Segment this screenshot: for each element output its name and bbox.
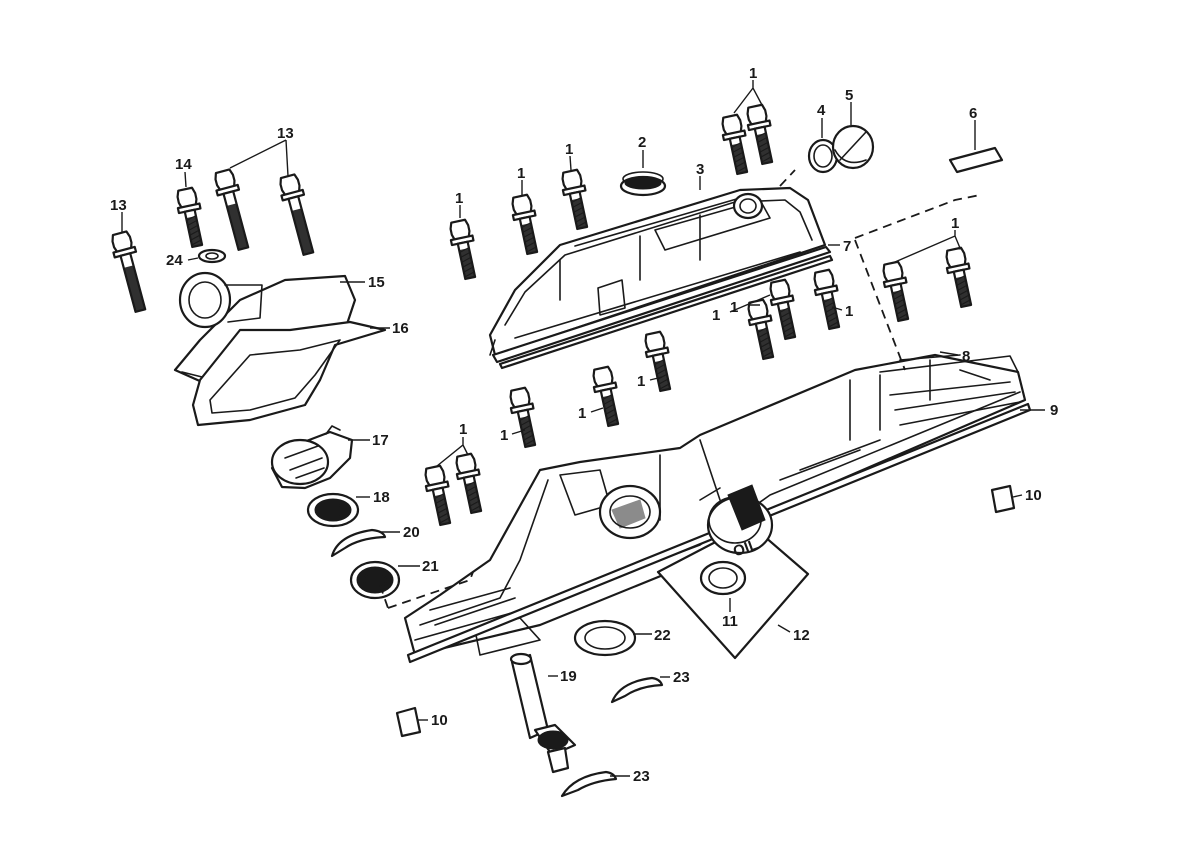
callout-9: 9 bbox=[1050, 402, 1058, 419]
bolt bbox=[810, 267, 847, 332]
callout-1: 1 bbox=[578, 405, 586, 422]
callout-labels: 1 1 1 1 1 1 1 1 1 1 1 1 2 3 4 5 6 7 8 9 … bbox=[110, 65, 1058, 785]
callout-1: 1 bbox=[455, 190, 463, 207]
bolt bbox=[942, 245, 979, 310]
callout-15: 15 bbox=[368, 274, 385, 291]
bolt bbox=[173, 185, 210, 250]
bolt bbox=[446, 217, 483, 282]
filler-plug bbox=[831, 124, 875, 170]
bolt bbox=[275, 172, 321, 258]
callout-1: 1 bbox=[712, 307, 720, 324]
callout-1: 1 bbox=[500, 427, 508, 444]
callout-10: 10 bbox=[431, 712, 448, 729]
callout-11: 11 bbox=[722, 613, 738, 630]
thermostat bbox=[270, 425, 354, 490]
circlip-23-upper bbox=[610, 676, 664, 704]
callout-3: 3 bbox=[696, 161, 704, 178]
callout-18: 18 bbox=[373, 489, 390, 506]
callout-20: 20 bbox=[403, 524, 420, 541]
callout-16: 16 bbox=[392, 320, 409, 337]
callout-1: 1 bbox=[517, 165, 525, 182]
callout-14: 14 bbox=[175, 156, 192, 173]
callout-4: 4 bbox=[817, 102, 826, 119]
callout-13: 13 bbox=[277, 125, 294, 142]
callout-23: 23 bbox=[673, 669, 690, 686]
pump-shaft bbox=[509, 652, 577, 774]
thermostat-gasket bbox=[191, 320, 387, 427]
callout-12: 12 bbox=[793, 627, 810, 644]
dowel-pin-10-right bbox=[990, 484, 1016, 514]
bolt bbox=[452, 451, 489, 516]
callout-1: 1 bbox=[749, 65, 757, 82]
leader-lines bbox=[121, 80, 1045, 777]
bolt bbox=[508, 192, 545, 257]
sealing-washer bbox=[197, 248, 227, 264]
bolt bbox=[421, 463, 458, 528]
callout-1: 1 bbox=[565, 141, 573, 158]
valve-cover-upper bbox=[488, 186, 832, 364]
callout-6: 6 bbox=[969, 105, 977, 122]
circlip-20 bbox=[330, 528, 387, 558]
valve-cover-gasket bbox=[498, 254, 834, 370]
callout-7: 7 bbox=[843, 238, 851, 255]
callout-8: 8 bbox=[962, 348, 970, 365]
bolt bbox=[744, 297, 781, 362]
o-ring bbox=[807, 138, 839, 174]
callout-22: 22 bbox=[654, 627, 671, 644]
bolt bbox=[766, 277, 803, 342]
callout-21: 21 bbox=[422, 558, 439, 575]
cover-gasket bbox=[899, 354, 961, 361]
callout-10: 10 bbox=[1025, 487, 1042, 504]
callout-5: 5 bbox=[845, 87, 853, 104]
callout-13: 13 bbox=[110, 197, 127, 214]
assembly-dashed-lines bbox=[379, 169, 981, 609]
shaft-seal bbox=[306, 492, 360, 528]
cover-seal-ring bbox=[619, 171, 667, 197]
callout-2: 2 bbox=[638, 134, 646, 151]
callout-17: 17 bbox=[372, 432, 389, 449]
bolt bbox=[589, 364, 626, 429]
dowel-pin bbox=[948, 146, 1004, 174]
bolt bbox=[743, 102, 780, 167]
callout-1: 1 bbox=[637, 373, 645, 390]
callout-1: 1 bbox=[951, 215, 959, 232]
callout-1: 1 bbox=[845, 303, 853, 320]
bolt bbox=[107, 229, 153, 315]
bolt bbox=[210, 167, 256, 253]
circlip-23-lower bbox=[560, 770, 618, 798]
callout-23: 23 bbox=[633, 768, 650, 785]
washer-22 bbox=[573, 619, 637, 657]
bolt bbox=[641, 329, 678, 394]
bolt bbox=[879, 259, 916, 324]
callout-1: 1 bbox=[730, 299, 738, 316]
bearing bbox=[349, 560, 401, 600]
bolt bbox=[506, 385, 543, 450]
oil-filler-group: OIL bbox=[656, 484, 810, 660]
bolt bbox=[558, 167, 595, 232]
callout-1: 1 bbox=[459, 421, 467, 438]
bolt bbox=[718, 112, 755, 177]
callout-19: 19 bbox=[560, 668, 577, 685]
dowel-pin-10-left bbox=[395, 706, 422, 738]
callout-24: 24 bbox=[166, 252, 183, 269]
